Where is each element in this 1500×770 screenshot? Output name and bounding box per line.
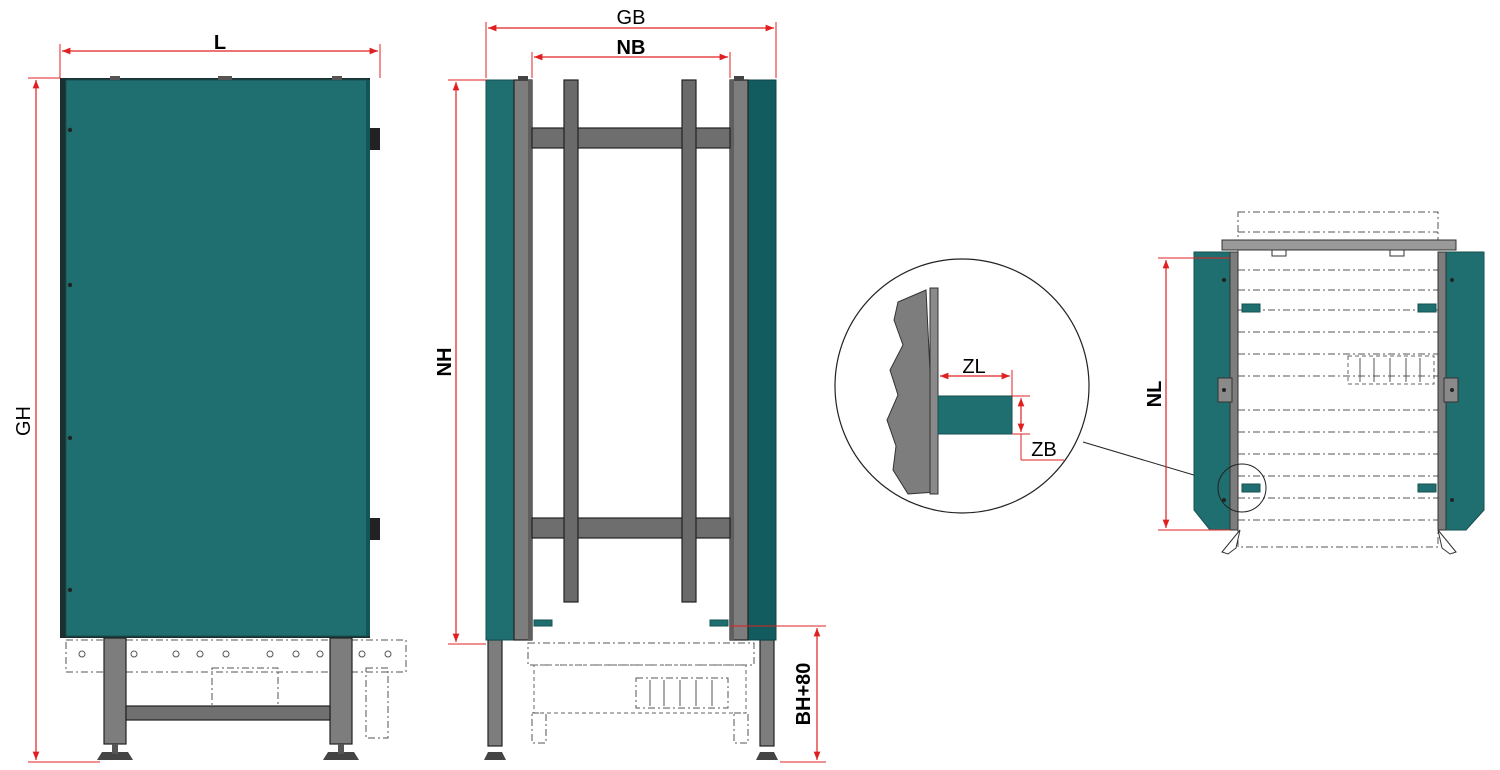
label-nh: NH [434,348,456,377]
label-l: L [214,32,226,54]
side-conveyor [65,639,407,673]
detail-circle [834,258,1090,514]
front-view: GB NB NH BH+80 [434,7,826,763]
front-motor [635,677,729,709]
side-foot-right [323,752,359,760]
front-conveyor-frame [533,664,747,714]
side-foot-left [97,752,133,760]
side-panel [65,79,369,637]
front-crossbar-bottom [531,517,731,539]
label-zb: ZB [1031,439,1057,461]
front-panel-left [485,79,515,641]
side-view: L GH [13,32,407,763]
side-crossbar [125,705,331,721]
label-gh: GH [13,406,35,436]
label-nb: NB [617,37,646,59]
label-zl: ZL [962,356,985,378]
side-hinge-top [370,128,380,150]
front-leg-left [487,639,503,747]
detail-plate [929,287,939,495]
detail-profile [937,395,1013,435]
front-upright-left [563,79,579,603]
top-view: NL [1144,211,1485,555]
detail-view: ZL ZB [834,258,1225,514]
side-leg-left [103,637,127,745]
label-bh80: BH+80 [793,663,815,726]
front-upright-right [681,79,697,603]
label-gb: GB [617,7,646,29]
label-nl: NL [1144,381,1166,408]
top-conveyor-rollers [1238,231,1438,521]
side-hinge-bottom [370,518,380,540]
front-conveyor [527,642,755,666]
side-leg-right [329,637,353,745]
side-motor [211,667,279,709]
side-conveyor-leg [365,667,389,739]
front-crossbar-top [531,127,731,149]
front-panel-right [747,79,777,641]
top-drive-unit [1347,355,1435,385]
top-conveyor [1237,211,1439,548]
top-beam [1221,239,1457,251]
detail-broken-section [886,289,937,495]
front-leg-right [759,639,775,747]
side-conveyor-rollers [78,650,392,658]
top-detail-marker [1217,463,1267,513]
